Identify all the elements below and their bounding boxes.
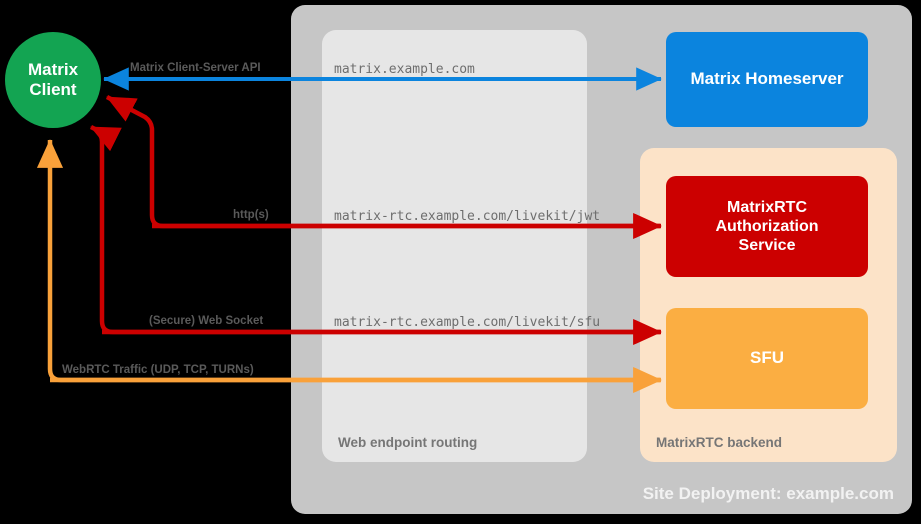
edge-secure-web-socket [89,124,662,346]
node-matrixrtc-authorization-service[interactable]: MatrixRTC Authorization Service [666,176,868,277]
node-sfu[interactable]: SFU [666,308,868,409]
endpoint-url-livekit-jwt: matrix-rtc.example.com/livekit/jwt [334,209,601,224]
edge-label-secure-web-socket: (Secure) Web Socket [149,315,264,327]
node-matrix-client[interactable]: Matrix Client [5,32,101,128]
edge-label-webrtc-traffic: WebRTC Traffic (UDP, TCP, TURNs) [62,364,254,376]
edge-webrtc-traffic [36,139,662,394]
node-auth-line1: MatrixRTC [726,198,807,216]
node-auth-line2: Authorization [715,217,819,235]
node-matrix-homeserver-label: Matrix Homeserver [690,69,844,89]
node-matrix-client-line1: Matrix [27,59,79,79]
edge-https-jwt [105,95,662,240]
site-deployment-label: Site Deployment: example.com [642,484,894,503]
endpoint-url-matrix: matrix.example.com [334,62,475,77]
matrixrtc-backend-label: MatrixRTC backend [656,435,783,450]
node-matrix-homeserver[interactable]: Matrix Homeserver [666,32,868,127]
edge-label-https: http(s) [233,209,269,221]
node-matrix-client-line2: Client [29,80,77,99]
web-endpoint-routing-container: Web endpoint routing [322,30,587,462]
endpoint-url-livekit-sfu: matrix-rtc.example.com/livekit/sfu [334,315,601,330]
node-auth-line3: Service [738,237,796,255]
node-sfu-label: SFU [750,348,784,368]
edge-label-matrix-client-server-api: Matrix Client-Server API [130,62,261,74]
web-endpoint-routing-label: Web endpoint routing [338,435,478,450]
